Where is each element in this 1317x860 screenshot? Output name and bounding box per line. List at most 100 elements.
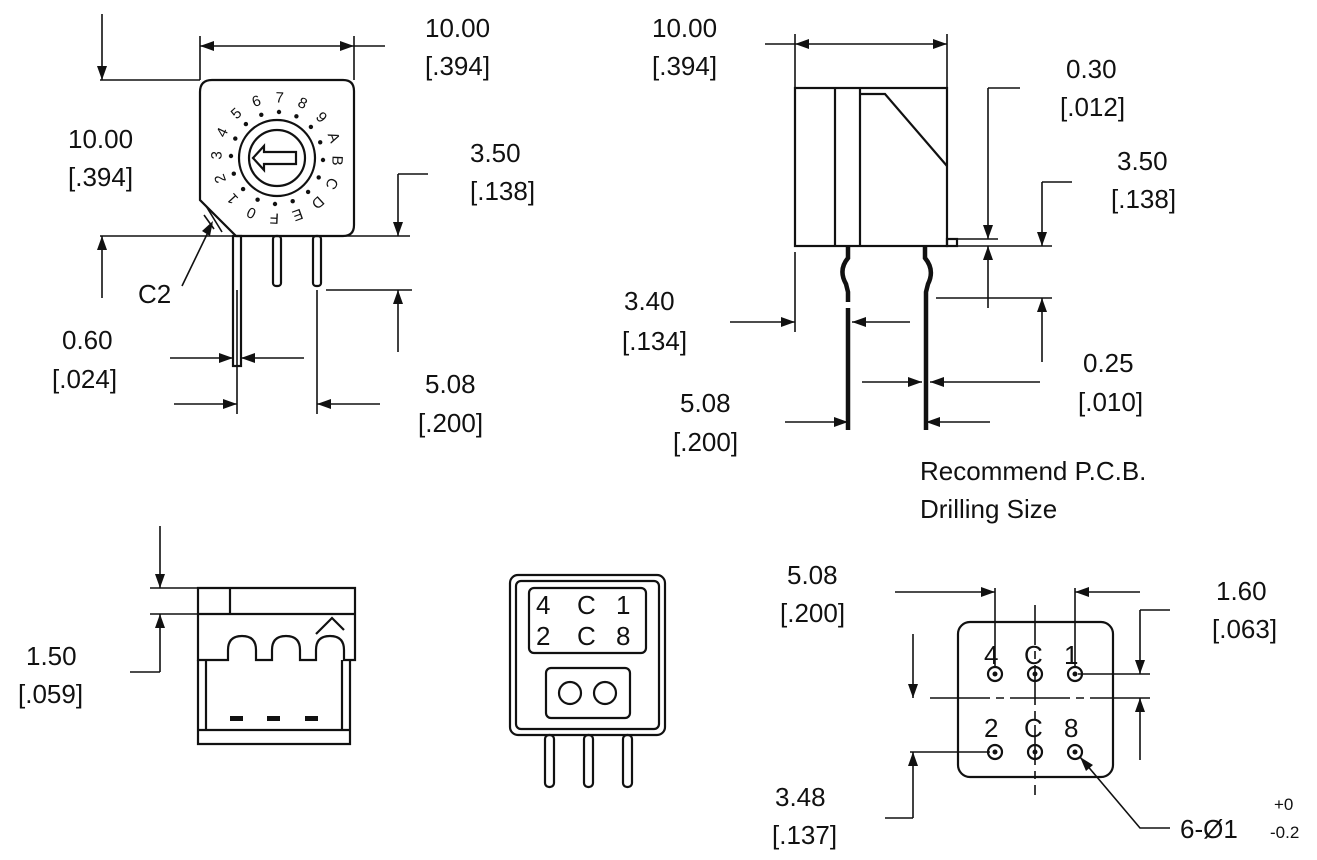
dial-dot — [320, 157, 326, 163]
front-pin-offset-in: [.138] — [470, 176, 535, 206]
side-setback-in: [.134] — [622, 326, 687, 356]
dial-label: D — [308, 192, 328, 212]
dial-label: B — [328, 155, 345, 166]
dial-dot — [308, 124, 314, 130]
code-pin-left — [543, 733, 556, 789]
dial-dot — [305, 189, 311, 195]
code-r2c2: C — [577, 621, 596, 651]
dial-label: C — [321, 175, 341, 192]
code-r2c3: 8 — [616, 621, 630, 651]
pcb-title-line1: Recommend P.C.B. — [920, 456, 1146, 486]
side-pitch-mm: 5.08 — [680, 388, 731, 418]
pcb-pitch-mm: 5.08 — [787, 560, 838, 590]
pcb-row-in: [.137] — [772, 820, 837, 850]
dial-label: 8 — [295, 94, 310, 113]
dial-label: 2 — [211, 172, 230, 186]
dial-dot — [276, 109, 282, 115]
side-pitch-in: [.200] — [673, 427, 738, 457]
dial-dot — [294, 114, 299, 119]
pcb-r2c1: 2 — [984, 713, 998, 743]
pcb-view: Recommend P.C.B. Drilling Size 4 C 1 2 C… — [772, 456, 1299, 850]
dial-knob — [247, 128, 307, 188]
pcb-r2c2: C — [1024, 713, 1043, 743]
top-body-lower — [196, 660, 352, 746]
pin-width-mm: 0.60 — [62, 325, 113, 355]
dial-label: A — [324, 130, 343, 145]
front-pin-right — [311, 234, 323, 288]
pcb-r2c3: 8 — [1064, 713, 1078, 743]
side-body — [793, 86, 949, 248]
pcb-edge-in: [.063] — [1212, 614, 1277, 644]
side-pin-right — [922, 246, 934, 430]
tol-plus: +0 — [1274, 795, 1293, 814]
side-width-in: [.394] — [652, 51, 717, 81]
code-r1c3: 1 — [616, 590, 630, 620]
front-pin-middle — [271, 234, 283, 288]
dial-dot — [240, 186, 246, 192]
dial-label: 3 — [208, 151, 225, 160]
side-pin-left — [840, 246, 851, 302]
dial-label: E — [290, 205, 305, 224]
side-width-mm: 10.00 — [652, 13, 717, 43]
top-body-outline — [196, 586, 357, 662]
code-r2c1: 2 — [536, 621, 550, 651]
front-height-in: [.394] — [68, 162, 133, 192]
code-r1c2: C — [577, 590, 596, 620]
dial-dot — [233, 136, 238, 141]
side-slope — [860, 92, 948, 167]
pcb-title-line2: Drilling Size — [920, 494, 1057, 524]
pcb-r1c2: C — [1024, 640, 1043, 670]
dial-label: 9 — [312, 109, 330, 127]
dial-dot — [318, 140, 323, 145]
front-width-mm: 10.00 — [425, 13, 490, 43]
dial-label: 1 — [224, 190, 242, 208]
side-standoff-mm: 0.30 — [1066, 54, 1117, 84]
side-pin-offset-mm: 3.50 — [1117, 146, 1168, 176]
dial-dot — [231, 171, 236, 176]
dial-dot — [259, 112, 264, 118]
dial-outer-circle — [237, 118, 317, 198]
chamfer-label: C2 — [138, 279, 171, 309]
front-width-in: [.394] — [425, 51, 490, 81]
pin-width-in: [.024] — [52, 364, 117, 394]
code-pin-middle — [582, 733, 595, 789]
front-pitch-in: [.200] — [418, 408, 483, 438]
pcb-pitch-in: [.200] — [780, 598, 845, 628]
side-standoff-in: [.012] — [1060, 92, 1125, 122]
dial-dot — [255, 197, 260, 202]
dial-label: 7 — [275, 89, 284, 106]
side-standoff — [945, 237, 959, 248]
hole-spec: 6-Ø1 — [1180, 814, 1238, 844]
dial-label: 4 — [213, 125, 232, 140]
front-pin-offset-mm: 3.50 — [470, 138, 521, 168]
code-view: 4 C 1 2 C 8 — [508, 573, 667, 789]
pcb-r1c3: 1 — [1064, 640, 1078, 670]
pcb-r1c1: 4 — [984, 640, 998, 670]
top-step-mm: 1.50 — [26, 641, 77, 671]
side-view: 10.00 [.394] 0.30 [.012] 3.50 [.138] 3.4… — [622, 13, 1176, 457]
dial-label: F — [269, 209, 279, 226]
side-thickness-in: [.010] — [1078, 387, 1143, 417]
code-body-inner — [514, 579, 661, 731]
side-thickness-mm: 0.25 — [1083, 348, 1134, 378]
top-step-in: [.059] — [18, 679, 83, 709]
front-pitch-mm: 5.08 — [425, 369, 476, 399]
dial-dot — [243, 121, 249, 127]
dial-dot — [290, 199, 295, 204]
dial-arrow-icon — [251, 143, 298, 173]
top-view: 1.50 [.059] — [18, 526, 357, 746]
code-lower-window — [544, 666, 632, 720]
side-pin-offset-in: [.138] — [1111, 184, 1176, 214]
side-setback-mm: 3.40 — [624, 286, 675, 316]
dial-label: 0 — [244, 203, 259, 222]
dial-dots — [228, 109, 326, 207]
front-height-mm: 10.00 — [68, 124, 133, 154]
dial-label: 5 — [228, 105, 246, 123]
code-pin-right — [621, 733, 634, 789]
code-window — [527, 586, 648, 655]
dial-dot — [272, 201, 278, 207]
dial-dot — [228, 153, 234, 159]
